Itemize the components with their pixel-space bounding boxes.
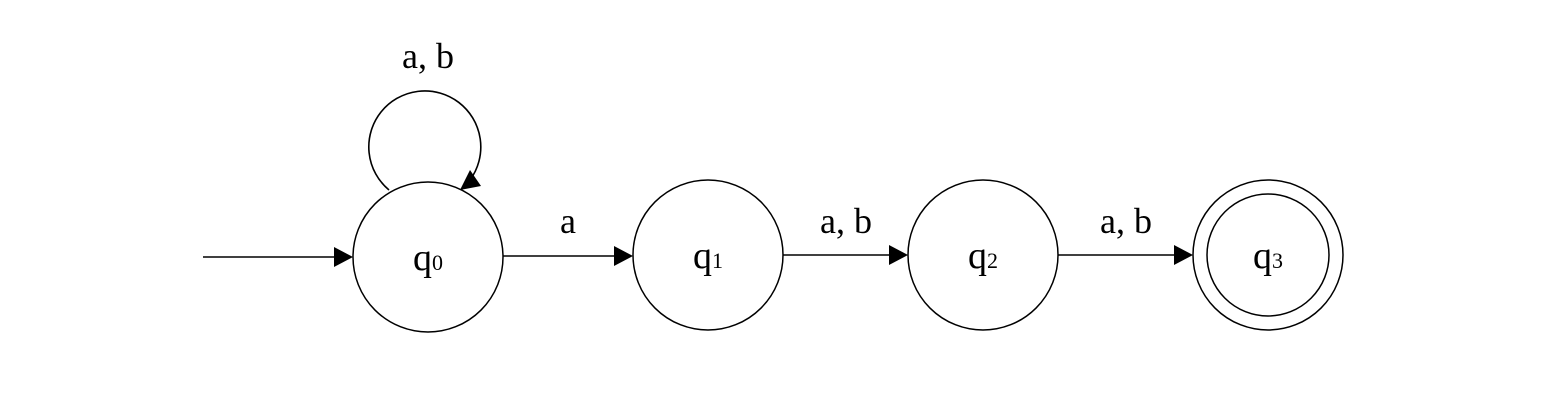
state-q1: q1	[632, 179, 784, 331]
state-q3: q3	[1192, 179, 1344, 331]
state-q0-name: q	[413, 237, 432, 279]
state-q2: q2	[907, 179, 1059, 331]
state-q1-circle	[632, 179, 784, 331]
state-q1-name: q	[693, 235, 712, 277]
state-q2-name: q	[968, 235, 987, 277]
transition-q2-q3: a, b	[1058, 201, 1193, 265]
arrowhead-q0-q1	[614, 246, 633, 266]
state-q3-name: q	[1253, 235, 1272, 277]
self-loop-q0	[368, 90, 482, 191]
transition-q0-q1: a	[503, 201, 633, 266]
transition-q0-q0: a, b	[368, 36, 482, 191]
state-q3-label: q3	[1253, 235, 1283, 277]
self-loop-arrowhead	[460, 170, 481, 190]
transition-label-q0-q0: a, b	[402, 36, 454, 76]
state-q2-subscript: 2	[987, 248, 998, 273]
arrowhead-q2-q3	[1174, 245, 1193, 265]
transition-label-q2-q3: a, b	[1100, 201, 1152, 241]
transition-label-q1-q2: a, b	[820, 201, 872, 241]
state-q1-label: q1	[693, 235, 723, 277]
state-q0-subscript: 0	[432, 250, 443, 275]
state-q0-circle	[352, 181, 504, 333]
state-q3-inner-circle	[1206, 193, 1330, 317]
state-q0-label: q0	[413, 237, 443, 279]
state-q2-circle	[907, 179, 1059, 331]
transition-q1-q2: a, b	[783, 201, 908, 265]
state-q3-subscript: 3	[1272, 248, 1283, 273]
start-arrowhead	[334, 247, 353, 267]
state-q0: q0	[352, 181, 504, 333]
start-arrow	[203, 247, 353, 267]
state-q2-label: q2	[968, 235, 998, 277]
arrowhead-q1-q2	[889, 245, 908, 265]
state-q1-subscript: 1	[712, 248, 723, 273]
transition-label-q0-q1: a	[560, 201, 576, 241]
